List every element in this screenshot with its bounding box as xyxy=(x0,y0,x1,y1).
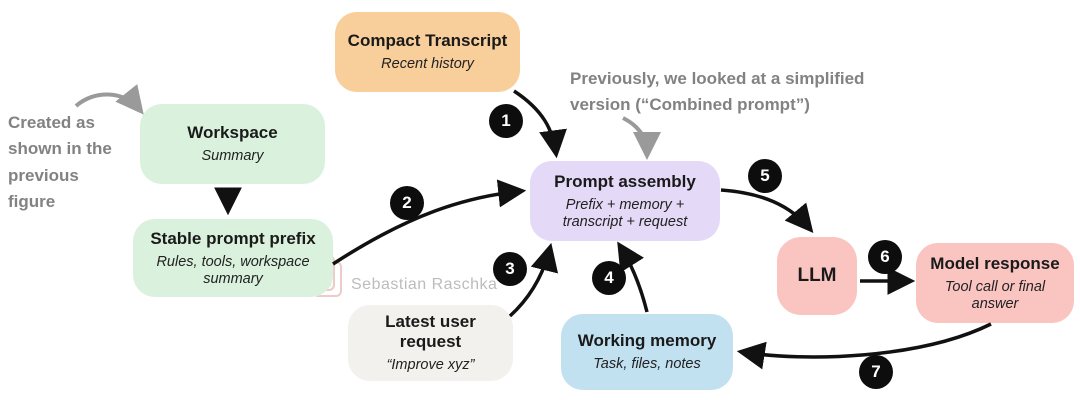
node-title: Latest user request xyxy=(385,312,476,352)
annotation-previously: Previously, we looked at a simplified ve… xyxy=(570,69,865,115)
step-badge-6: 6 xyxy=(868,240,902,274)
node-title: LLM xyxy=(797,264,837,286)
node-prompt-assembly: Prompt assembly Prefix + memory + transc… xyxy=(530,161,720,241)
node-title: Compact Transcript xyxy=(347,31,508,51)
watermark: Sebastian Raschka xyxy=(305,255,497,300)
node-title: Stable prompt prefix xyxy=(150,228,316,248)
node-title: Working memory xyxy=(577,331,717,351)
arrow-2 xyxy=(332,179,527,266)
step-badge-3: 3 xyxy=(493,252,527,286)
node-subtitle: “Improve xyz” xyxy=(386,357,475,374)
node-title: Model response xyxy=(930,253,1060,273)
node-title: Workspace xyxy=(187,123,278,143)
node-subtitle: Prefix + memory + transcript + request xyxy=(562,196,688,230)
node-working-memory: Working memory Task, files, notes xyxy=(561,314,733,390)
node-model-response: Model response Tool call or final answer xyxy=(916,243,1074,323)
watermark-text: Sebastian Raschka xyxy=(351,276,498,293)
node-workspace: Workspace Summary xyxy=(140,104,325,184)
node-title: Prompt assembly xyxy=(554,171,696,191)
step-badge-4: 4 xyxy=(592,261,626,295)
annotation-created-as: Created as shown in the previous figure xyxy=(8,113,112,212)
node-subtitle: Tool call or final answer xyxy=(944,278,1046,312)
step-badge-7: 7 xyxy=(859,355,893,389)
step-badge-1: 1 xyxy=(489,104,523,138)
arrow-7 xyxy=(736,322,992,370)
annotation-arrow-left xyxy=(74,84,144,115)
step-badge-5: 5 xyxy=(748,159,782,193)
node-stable-prompt-prefix: Stable prompt prefix Rules, tools, works… xyxy=(133,219,333,297)
step-badge-2: 2 xyxy=(390,186,424,220)
node-subtitle: Recent history xyxy=(381,56,474,73)
node-latest-user-request: Latest user request “Improve xyz” xyxy=(348,305,513,381)
node-subtitle: Task, files, notes xyxy=(593,356,701,373)
node-subtitle: Summary xyxy=(201,148,264,165)
node-subtitle: Rules, tools, workspace summary xyxy=(156,253,310,287)
annotation-arrow-right xyxy=(622,116,661,160)
arrow-5 xyxy=(720,188,814,234)
node-compact-transcript: Compact Transcript Recent history xyxy=(335,12,520,92)
node-llm: LLM xyxy=(777,237,857,315)
